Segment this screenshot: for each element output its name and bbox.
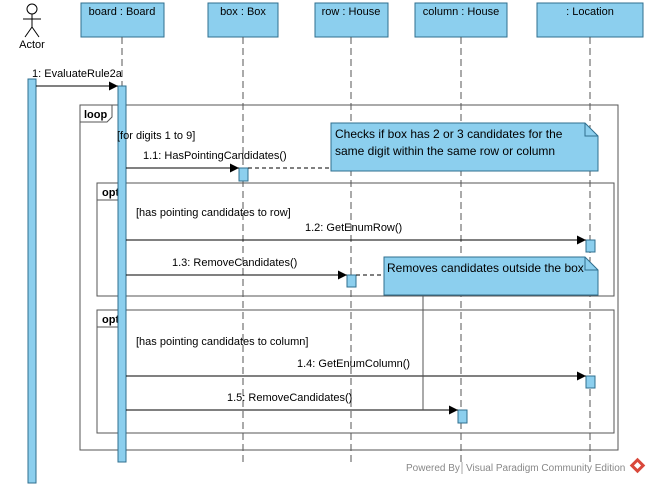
actor-leg-left [24,26,33,38]
fragment-opt-column[interactable]: opt [96,309,615,434]
fragment-opt-row-operator: opt [102,187,119,199]
message-1-3-label: 1.3: RemoveCandidates() [172,257,297,269]
lifeline-location-head[interactable]: : Location [536,2,644,38]
actor-label: Actor [19,39,45,51]
note-1-line-1: Checks if box has 2 or 3 candidates for … [335,127,563,141]
lifeline-column-head[interactable]: column : House [414,2,508,38]
fragment-loop-operator: loop [84,109,107,121]
lifeline-box-label: box : Box [220,6,266,18]
message-1[interactable]: 1: EvaluateRule2a [32,68,123,91]
message-1-4[interactable]: 1.4: GetEnumColumn() [126,358,586,381]
activation-row [346,274,357,288]
lifeline-column-label: column : House [423,6,499,18]
activation-column [457,409,468,424]
visual-paradigm-logo-icon [629,457,646,474]
message-1-2[interactable]: 1.2: GetEnumRow() [126,222,586,245]
lifeline-board-label: board : Board [89,6,156,18]
message-1-2-label: 1.2: GetEnumRow() [305,222,402,234]
activation-board [117,85,127,463]
actor-leg-right [31,26,40,38]
guard-loop: [for digits 1 to 9] [117,130,195,142]
activation-location-2 [585,375,596,389]
message-1-1[interactable]: 1.1: HasPointingCandidates() [126,150,287,173]
lifeline-row-head[interactable]: row : House [314,2,389,38]
fragment-loop[interactable]: loop [79,104,619,451]
lifeline-board-head[interactable]: board : Board [80,2,165,38]
guard-opt-column: [has pointing candidates to column] [136,336,308,348]
message-1-3[interactable]: 1.3: RemoveCandidates() [126,257,347,280]
guard-opt-row: [has pointing candidates to row] [136,207,291,219]
note-2-line-1: Removes candidates outside the box [387,261,584,275]
message-1-5-label: 1.5: RemoveCandidates() [227,392,352,404]
message-1-label: 1: EvaluateRule2a [32,68,123,80]
note-1[interactable]: Checks if box has 2 or 3 candidates for … [330,122,599,172]
footer-powered-by: Powered By [406,463,460,474]
lifeline-box-head[interactable]: box : Box [207,2,279,38]
footer-brand: Visual Paradigm Community Edition [466,463,625,474]
note-2[interactable]: Removes candidates outside the box [383,256,599,296]
lifeline-location-label: : Location [566,6,614,18]
message-1-4-label: 1.4: GetEnumColumn() [297,358,410,370]
message-1-1-label: 1.1: HasPointingCandidates() [143,150,287,162]
activation-actor [27,78,37,484]
footer: Powered By Visual Paradigm Community Edi… [406,457,646,474]
message-1-5[interactable]: 1.5: RemoveCandidates() [126,392,458,415]
activation-box [238,167,249,182]
actor[interactable]: Actor [19,3,45,51]
fragment-opt-column-operator: opt [102,314,119,326]
activation-location-1 [585,239,596,253]
note-1-line-2: same digit within the same row or column [335,144,555,158]
lifeline-row-label: row : House [322,6,381,18]
actor-head [26,3,38,15]
